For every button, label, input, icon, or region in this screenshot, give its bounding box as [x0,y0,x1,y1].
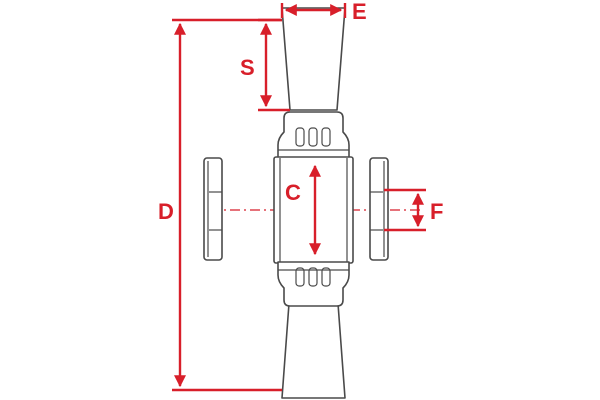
dimension-s: S [240,18,290,112]
dimension-d: D [158,18,282,392]
dimension-c: C [285,164,321,256]
top-clamp [277,111,350,159]
label-f: F [430,199,443,224]
label-c: C [285,180,301,205]
label-d: D [158,199,174,224]
right-roller [369,157,389,261]
dimension-e: E [280,0,367,24]
label-e: E [352,0,367,24]
left-roller [203,157,223,261]
dimension-f: F [384,188,443,232]
top-belt [281,7,346,111]
bottom-clamp [277,261,350,307]
central-body [273,156,354,264]
label-s: S [240,55,255,80]
